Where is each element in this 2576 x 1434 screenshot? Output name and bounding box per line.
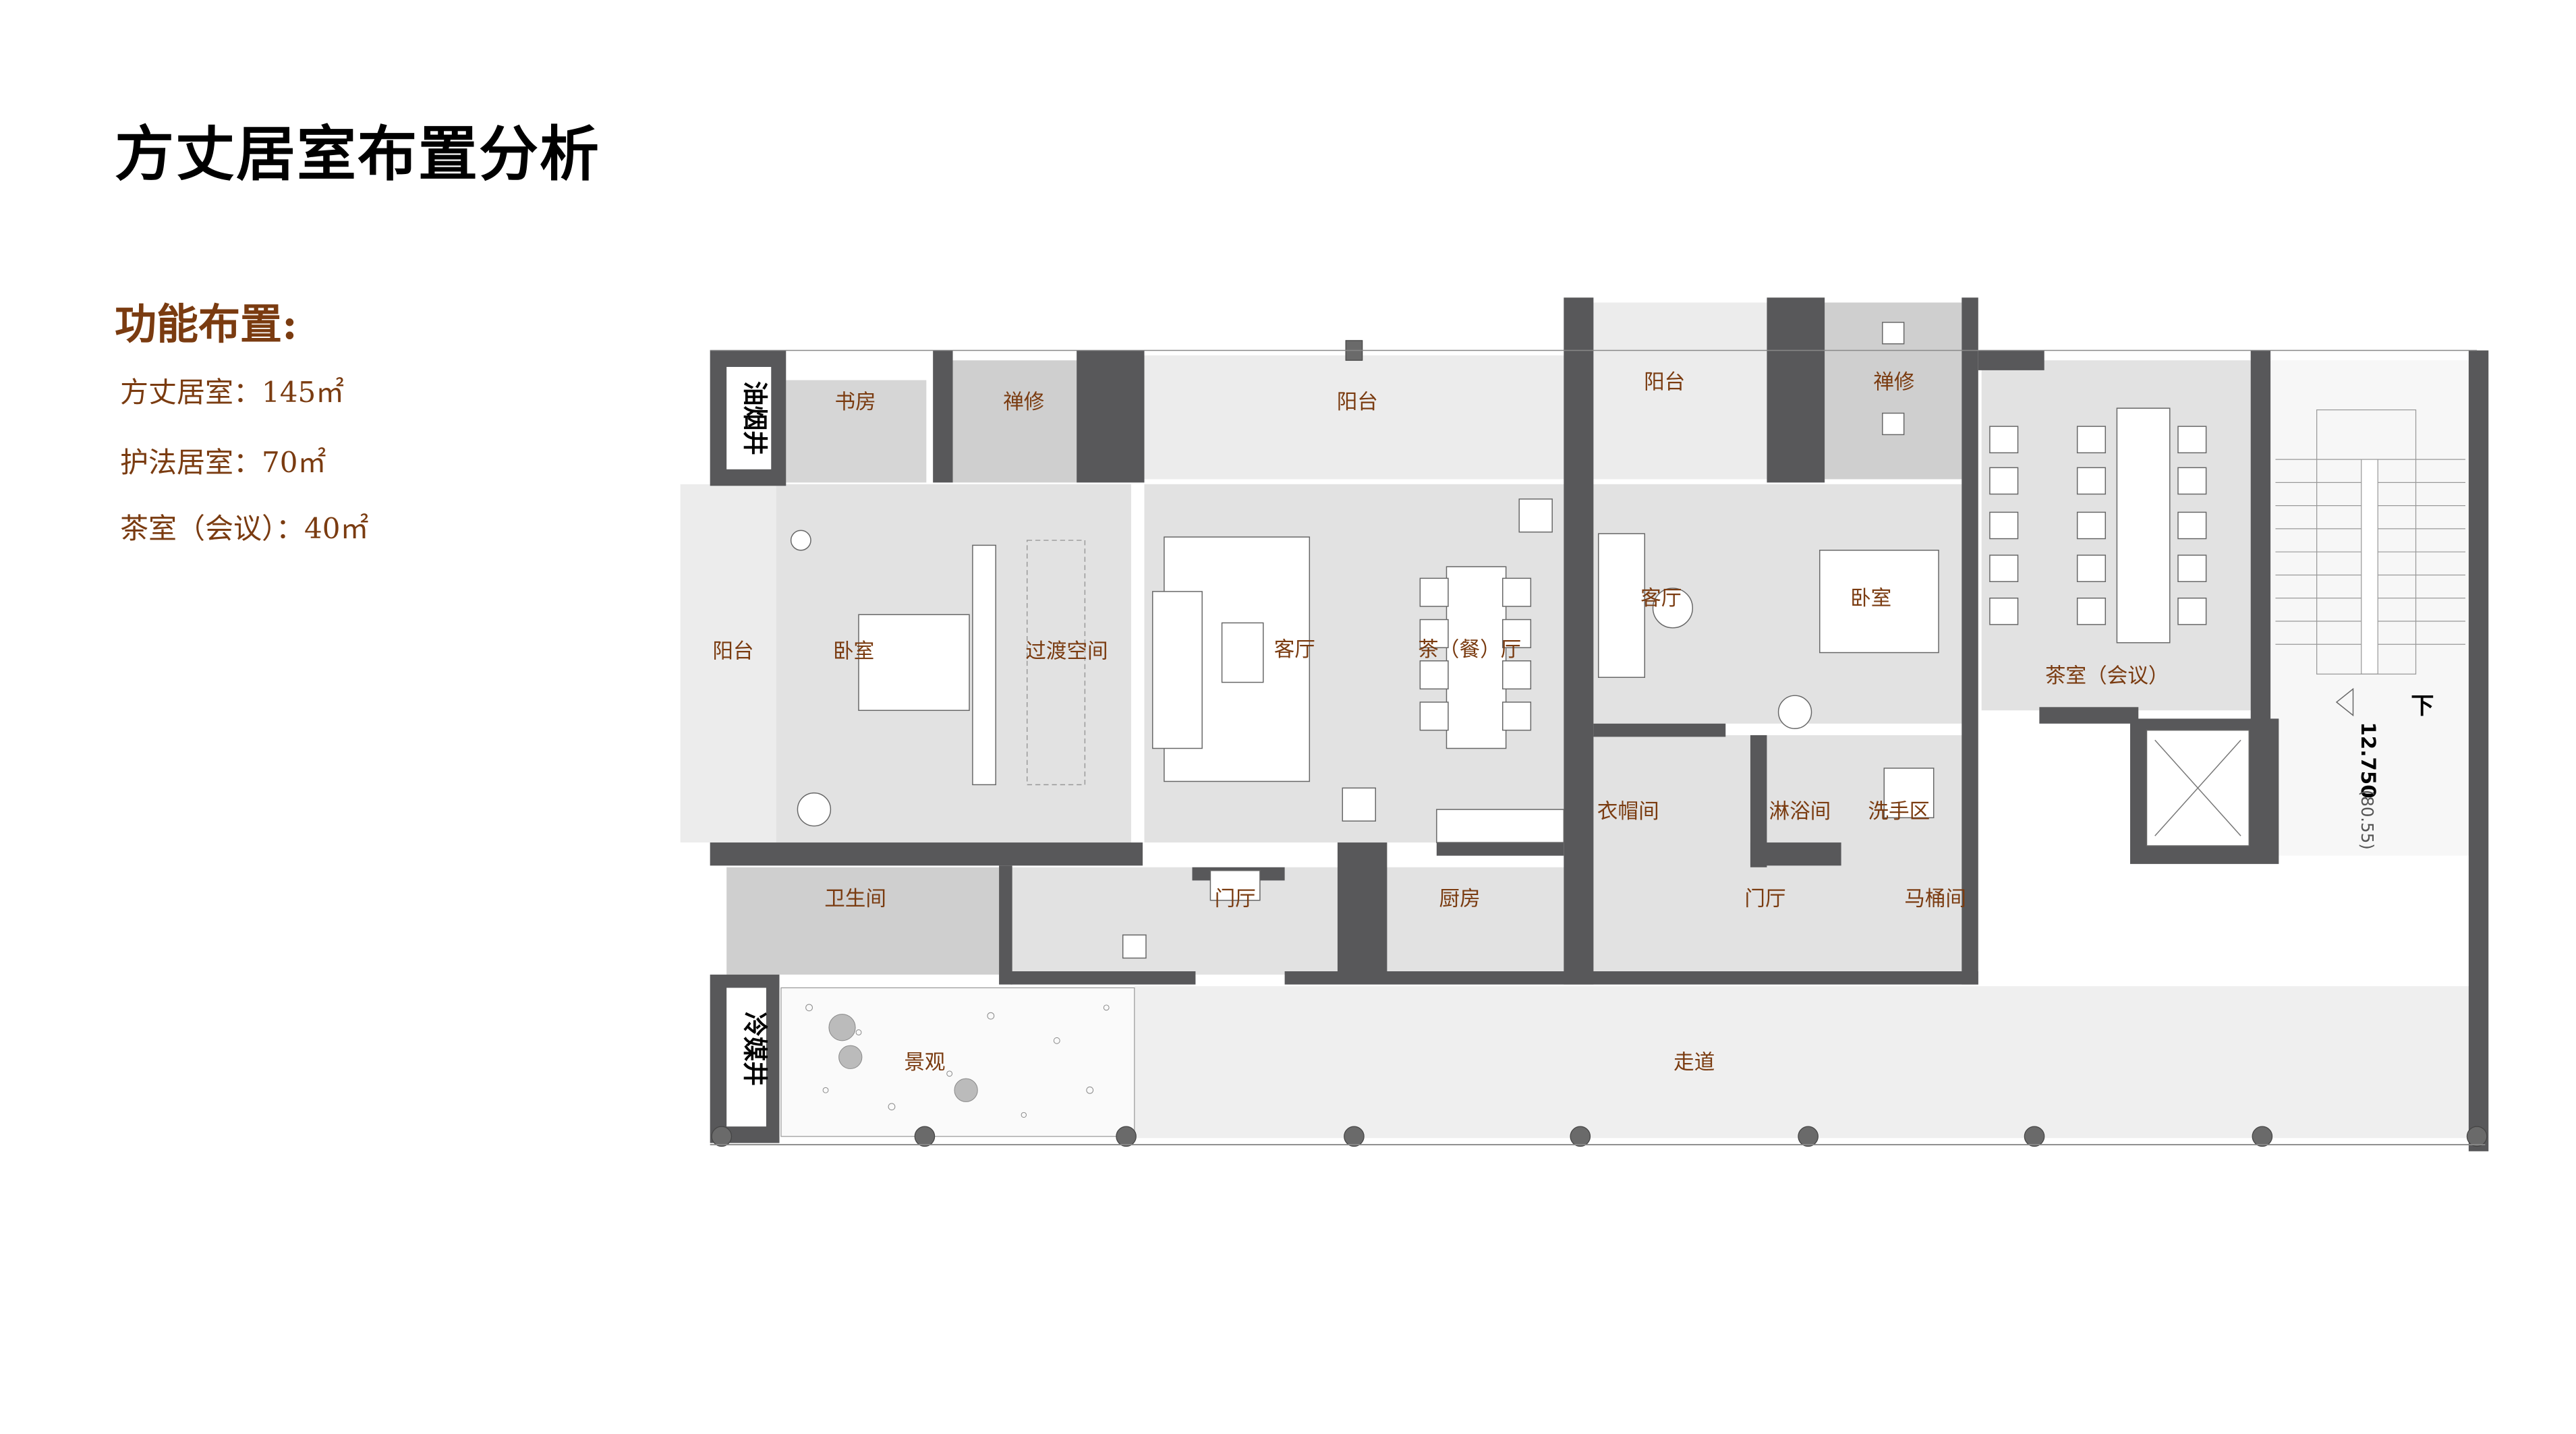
elevation-mark: 12.750 [2357, 722, 2380, 798]
label-shower: 淋浴间 [1769, 800, 1831, 824]
label-washing: 洗手区 [1868, 800, 1930, 824]
label-refrigerant-shaft: 冷媒井 [741, 1012, 770, 1086]
stat-tea-room: 茶室（会议）：40㎡ [120, 512, 369, 545]
label-bathroom: 卫生间 [824, 888, 886, 911]
study-area [786, 380, 927, 483]
landscape-area [780, 987, 1135, 1137]
columns [711, 340, 2488, 1147]
smoke-shaft-box [726, 367, 772, 469]
label-bedroom-right: 卧室 [1850, 587, 1891, 610]
label-toilet: 马桶间 [1904, 888, 1966, 911]
label-landscape: 景观 [904, 1051, 945, 1074]
label-kitchen: 厨房 [1439, 888, 1481, 911]
bathroom-area [726, 867, 1000, 975]
refrigerant-shaft-box [726, 987, 766, 1127]
label-study: 书房 [835, 391, 876, 414]
label-foyer-left: 门厅 [1215, 888, 1256, 911]
corridor-area [1134, 986, 2478, 1139]
label-living-left: 客厅 [1274, 638, 1315, 662]
label-living-right: 客厅 [1640, 587, 1682, 610]
tea-room-area [1981, 360, 2251, 711]
label-bedroom-left: 卧室 [833, 640, 874, 664]
foyer-kitchen-area [1010, 867, 1564, 975]
elevation-sub-mark: (80.55) [2357, 790, 2377, 850]
label-dining: 茶（餐）厅 [1418, 638, 1521, 662]
stat-abbot-room: 方丈居室：145㎡ [120, 376, 345, 409]
section-heading: 功能布置: [115, 299, 297, 349]
page-title: 方丈居室布置分析 [115, 119, 601, 189]
elevation-triangle-icon [2335, 687, 2354, 717]
balcony-west-area [680, 484, 776, 843]
label-foyer-right: 门厅 [1744, 888, 1785, 911]
landscape-pebbles [805, 1004, 1110, 1118]
balcony-right-area [1593, 302, 1767, 480]
meditation-left-area [952, 360, 1077, 483]
label-meditation-left: 禅修 [1003, 391, 1044, 414]
balcony-top-area [1144, 355, 1564, 480]
furniture [790, 322, 2171, 959]
walls [710, 297, 2489, 1151]
label-cloakroom: 衣帽间 [1597, 800, 1659, 824]
tea-room-chairs [1989, 426, 2207, 625]
label-balcony-right: 阳台 [1644, 370, 1685, 394]
label-balcony-top: 阳台 [1337, 391, 1378, 414]
label-tea-room: 茶室（会议） [2045, 664, 2169, 688]
label-meditation-right: 禅修 [1873, 370, 1914, 394]
label-transition: 过渡空间 [1025, 640, 1108, 664]
stairs [2275, 409, 2465, 675]
stat-guardian-room: 护法居室：70㎡ [120, 446, 326, 479]
label-balcony-west: 阳台 [712, 640, 753, 664]
label-smoke-shaft: 油烟井 [741, 381, 770, 455]
stair-down-mark: 下 [2411, 693, 2434, 720]
label-corridor: 走道 [1673, 1051, 1715, 1074]
